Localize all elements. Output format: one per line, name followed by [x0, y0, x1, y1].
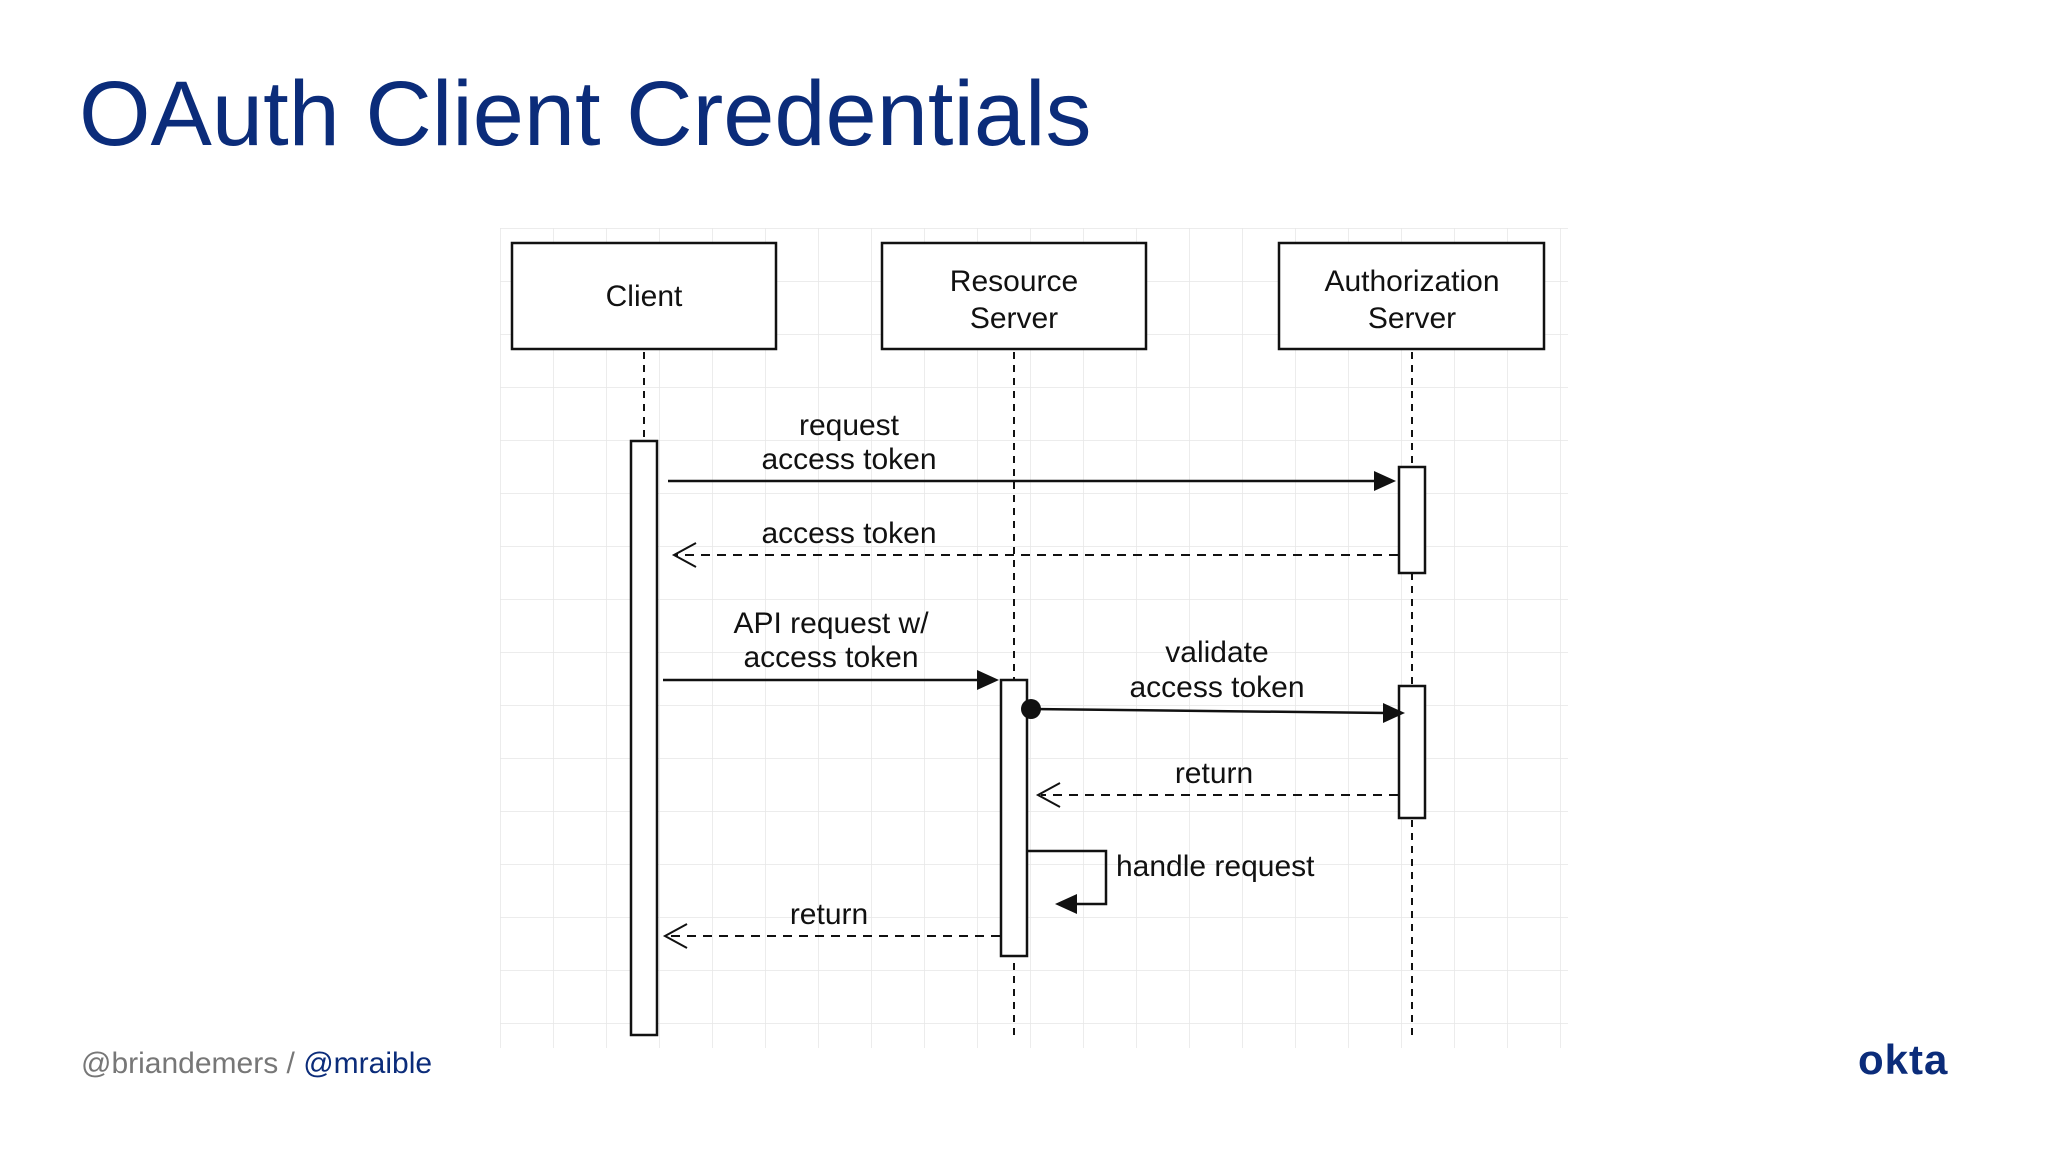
participant-authorization-server-label-line1: Authorization	[1324, 265, 1499, 298]
message-access-token-return: access token	[671, 517, 1398, 568]
message-request-access-token: request access token	[668, 409, 1396, 491]
participant-resource-server: Resource Server	[880, 241, 1148, 351]
message-handle-request: handle request	[1027, 849, 1315, 914]
participant-authorization-server: Authorization Server	[1277, 241, 1546, 351]
arrowhead-open	[662, 923, 688, 949]
arrowhead-filled	[1374, 471, 1396, 491]
message-handle-request-label: handle request	[1116, 850, 1315, 883]
message-api-request: API request w/ access token	[663, 607, 999, 690]
message-request-access-token-label-line1: request	[799, 409, 900, 442]
message-validate-access-token-label-line2: access token	[1129, 671, 1304, 704]
message-api-request-label-line1: API request w/	[733, 607, 929, 640]
diagram-grid	[500, 228, 1568, 1048]
resource-server-activation-bar	[999, 678, 1029, 958]
message-validate-return-label: return	[1175, 757, 1253, 790]
footer-separator: /	[278, 1047, 304, 1080]
message-validate-access-token: validate access token	[1021, 636, 1405, 723]
participant-authorization-server-label-line2: Server	[1368, 302, 1456, 335]
participant-client-label: Client	[606, 280, 683, 313]
authorization-server-activation-bar-2	[1397, 684, 1427, 820]
slide-title: OAuth Client Credentials	[79, 63, 1092, 165]
message-final-return-label: return	[790, 898, 868, 931]
arrowhead-filled	[1383, 703, 1405, 723]
message-api-request-label-line2: access token	[743, 641, 918, 674]
client-activation-bar	[629, 439, 659, 1037]
message-access-token-return-label: access token	[761, 517, 936, 550]
message-validate-access-token-label-line1: validate	[1165, 636, 1268, 669]
authorization-server-activation-bar-1	[1397, 465, 1427, 575]
arrowhead-filled	[1055, 894, 1077, 914]
message-request-access-token-label-line2: access token	[761, 443, 936, 476]
arrowhead-open	[671, 542, 697, 568]
participant-resource-server-label-line2: Server	[970, 302, 1058, 335]
footer-handle-secondary: @mraible	[303, 1047, 433, 1080]
participant-resource-server-label-line1: Resource	[950, 265, 1078, 298]
arrowhead-filled	[977, 670, 999, 690]
footer-handles: @briandemers / @mraible	[81, 1047, 432, 1081]
message-validate-return: return	[1035, 757, 1398, 808]
footer-handle-primary: @briandemers	[81, 1047, 279, 1080]
participant-client: Client	[510, 241, 778, 351]
okta-logo: okta	[1858, 1036, 1949, 1083]
arrowhead-open	[1035, 782, 1061, 808]
message-final-return: return	[662, 898, 1000, 949]
